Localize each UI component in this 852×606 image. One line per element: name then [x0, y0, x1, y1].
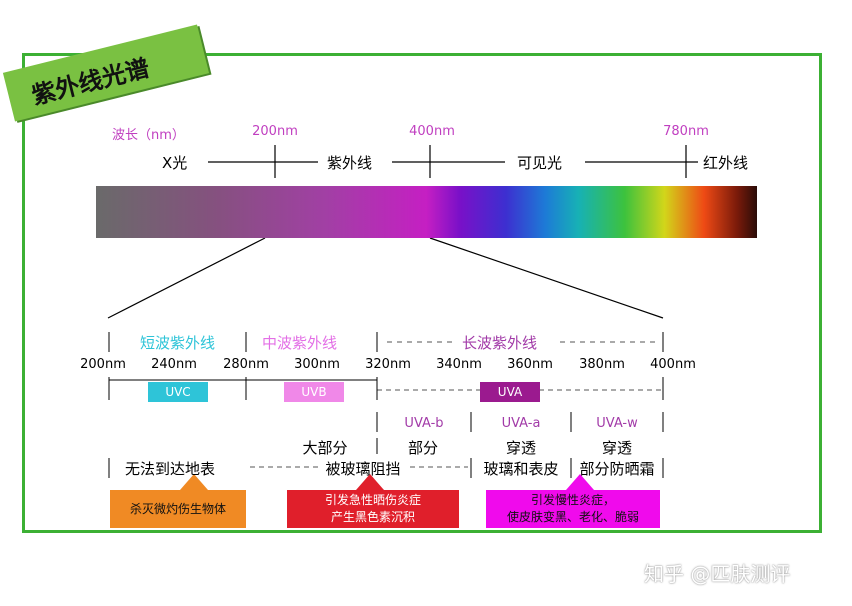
harm-box-uvb: 引发急性晒伤炎症 产生黑色素沉积	[287, 490, 459, 528]
tick-780nm-top: 780nm	[663, 124, 709, 139]
tick-400nm-top: 400nm	[409, 124, 455, 139]
scale-tick: 300nm	[294, 357, 340, 372]
uvb-badge: UVB	[284, 382, 344, 402]
harm-box-uva-line2: 使皮肤变黑、老化、脆弱	[506, 510, 639, 524]
uva-a-label: UVA-a	[501, 416, 541, 431]
uva-a-effect-2: 玻璃和表皮	[483, 460, 559, 478]
harm-box-uvc: 杀灭微灼伤生物体	[110, 490, 246, 528]
uva-w-effect-1: 穿透	[601, 439, 633, 457]
harm-box-uvc-text: 杀灭微灼伤生物体	[129, 502, 226, 516]
scale-tick: 380nm	[579, 357, 625, 372]
uva-w-label: UVA-w	[596, 416, 638, 431]
uvb-effect-1: 大部分	[302, 439, 348, 457]
uva-a-effect-1: 穿透	[505, 439, 537, 457]
harm-box-uva: 引发慢性炎症， 使皮肤变黑、老化、脆弱	[486, 490, 660, 528]
uva-w-effect-2: 部分防晒霜	[579, 460, 655, 478]
scale-tick: 240nm	[151, 357, 197, 372]
tick-200nm-top: 200nm	[252, 124, 298, 139]
uvc-effect: 无法到达地表	[125, 460, 216, 478]
harm-box-uvb-line1: 引发急性晒伤炎症	[324, 493, 421, 507]
scale-tick: 400nm	[650, 357, 696, 372]
uva-b-effect: 部分	[407, 439, 439, 457]
band-long-uv: 长波紫外线	[462, 334, 538, 352]
band-short-uv: 短波紫外线	[140, 334, 216, 352]
band-infrared: 红外线	[703, 154, 749, 172]
scale-tick: 340nm	[436, 357, 482, 372]
uvb-effect-2: 被玻璃阻挡	[325, 460, 401, 478]
uva-b-label: UVA-b	[404, 416, 444, 431]
uvc-badge: UVC	[148, 382, 208, 402]
scale-tick: 360nm	[507, 357, 553, 372]
watermark: 知乎 @匹肤测评	[644, 562, 791, 586]
band-xray: X光	[162, 154, 188, 172]
diagram-frame	[22, 53, 822, 533]
spectrum-bar	[96, 186, 757, 238]
uva-badge: UVA	[480, 382, 540, 402]
band-uv: 紫外线	[327, 154, 373, 172]
scale-tick: 200nm	[80, 357, 126, 372]
scale-tick: 320nm	[365, 357, 411, 372]
band-visible: 可见光	[517, 154, 563, 172]
band-mid-uv: 中波紫外线	[262, 334, 338, 352]
scale-tick: 280nm	[223, 357, 269, 372]
wavelength-label: 波长（nm）	[112, 128, 185, 143]
harm-box-uva-line1: 引发慢性炎症，	[530, 493, 615, 507]
harm-box-uvb-line2: 产生黑色素沉积	[330, 510, 415, 524]
